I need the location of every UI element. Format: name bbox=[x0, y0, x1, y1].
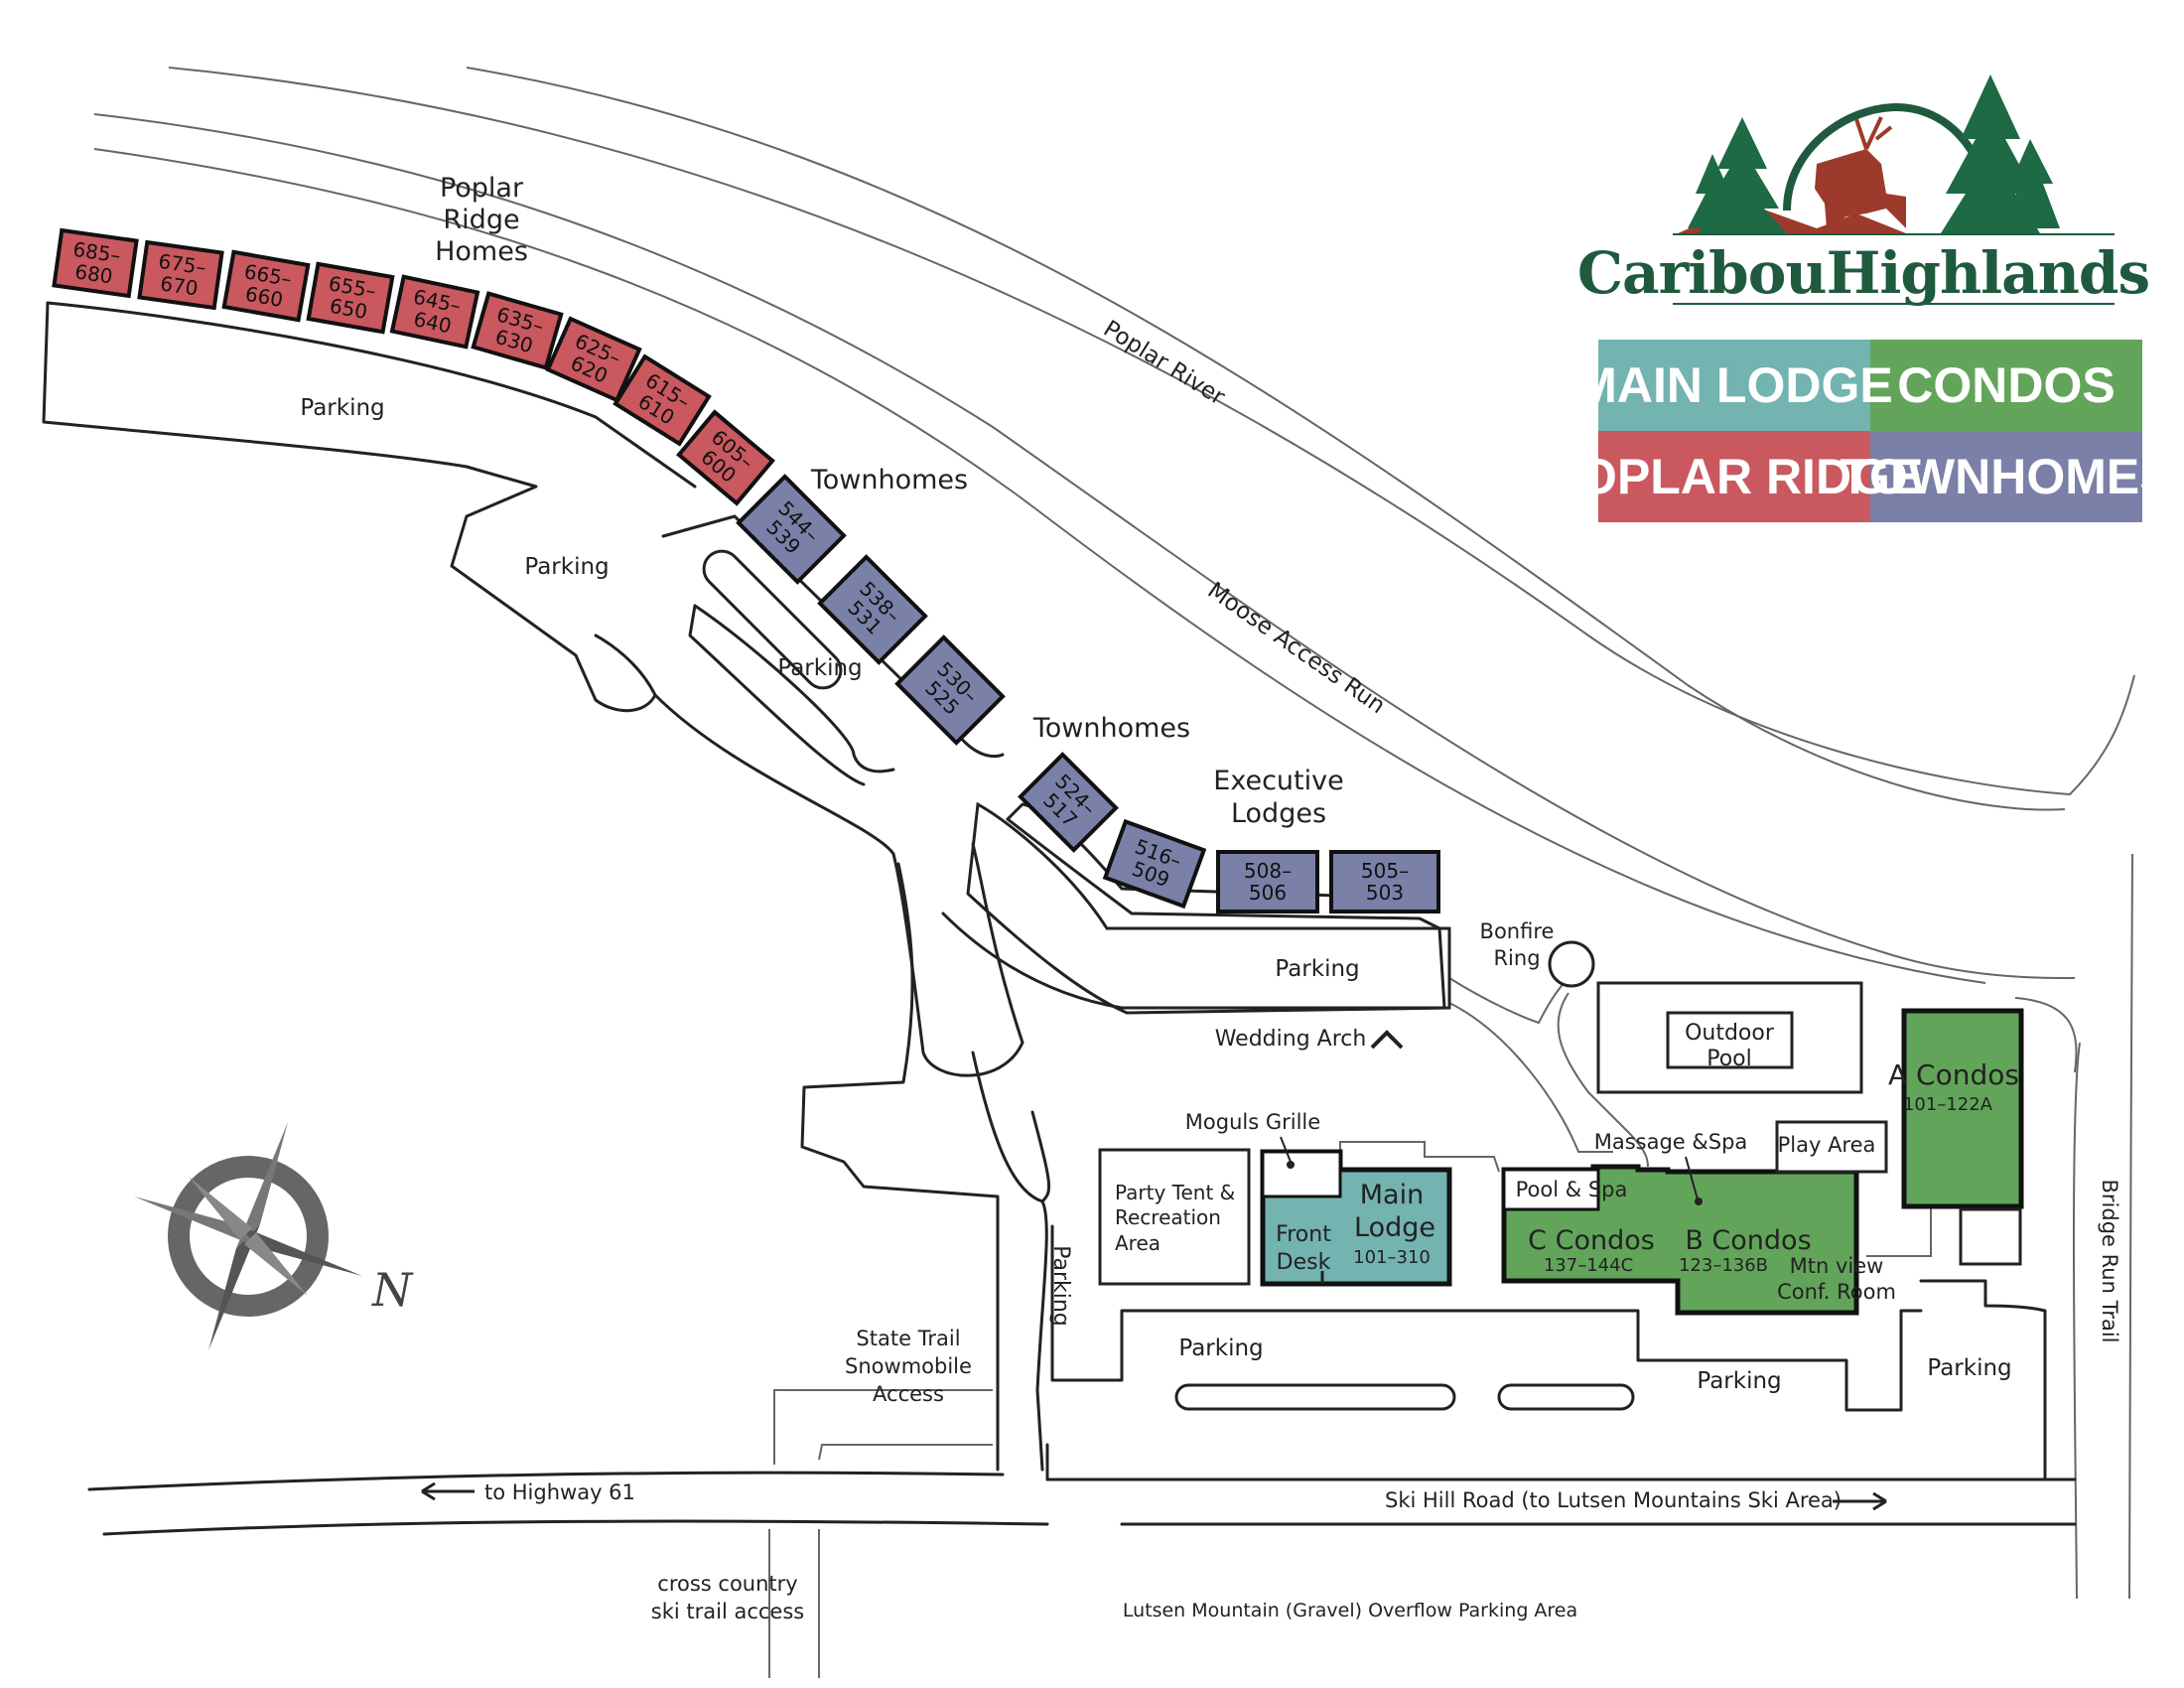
party-tent-label: Area bbox=[1115, 1231, 1160, 1255]
caribou-highlands-logo: CaribouHighlands bbox=[1577, 74, 2150, 307]
legend-poplar-ridge bbox=[1598, 431, 1870, 522]
townhome-unit[interactable]: 530– 525 bbox=[894, 634, 1006, 746]
parking-label: Parking bbox=[1275, 956, 1359, 982]
caribou-icon bbox=[1815, 149, 1906, 228]
roads-and-parking bbox=[42, 301, 2078, 1678]
townhome-unit[interactable]: 544– 539 bbox=[736, 474, 847, 585]
legend-condos-label: CONDOS bbox=[1897, 357, 2115, 413]
mtn-view-label: Mtn view bbox=[1790, 1254, 1884, 1278]
unit-number: 670 bbox=[159, 271, 200, 300]
legend-condos bbox=[1870, 340, 2142, 431]
parking-label: Parking bbox=[1178, 1336, 1263, 1361]
tree-icon bbox=[1941, 74, 2040, 233]
c-condos-label: C Condos bbox=[1528, 1225, 1655, 1256]
bonfire-ring-label: Bonfire bbox=[1480, 919, 1555, 943]
main-lodge-label: Main bbox=[1360, 1180, 1424, 1210]
parking-label: Parking bbox=[300, 395, 384, 421]
townhome-unit[interactable]: 505– 503 bbox=[1329, 850, 1440, 914]
tree-icon bbox=[2003, 139, 2060, 228]
a-condos-label: A Condos bbox=[1888, 1058, 2019, 1091]
state-trail-label: Snowmobile bbox=[845, 1354, 972, 1378]
poplar-unit[interactable]: 685– 680 bbox=[52, 227, 139, 299]
party-tent-label: Party Tent & bbox=[1115, 1181, 1235, 1204]
poplar-unit[interactable]: 605– 600 bbox=[676, 409, 775, 506]
bridge-run-trail-label: Bridge Run Trail bbox=[2098, 1180, 2121, 1343]
unit-number: 506 bbox=[1249, 881, 1287, 905]
brand-name: CaribouHighlands bbox=[1577, 239, 2149, 307]
main-lodge-units: 101–310 bbox=[1353, 1247, 1431, 1268]
mtn-view-label: Conf. Room bbox=[1777, 1280, 1896, 1304]
townhome-unit[interactable]: 538– 531 bbox=[817, 554, 928, 665]
bonfire-ring-label: Ring bbox=[1493, 946, 1540, 970]
poplar-unit[interactable]: 645– 640 bbox=[389, 274, 480, 350]
front-desk-label: Front bbox=[1276, 1222, 1331, 1247]
poplar-unit[interactable]: 635– 630 bbox=[471, 291, 564, 370]
poplar-ridge-label: Homes bbox=[435, 236, 528, 267]
parking-label: Parking bbox=[1048, 1245, 1073, 1327]
poplar-unit[interactable]: 665– 660 bbox=[221, 249, 311, 323]
moose-access-run-label: Moose Access Run bbox=[1203, 578, 1390, 720]
b-condos-units: 123–136B bbox=[1679, 1255, 1768, 1276]
b-condos-label: B Condos bbox=[1685, 1225, 1811, 1256]
poplar-ridge-label: Ridge bbox=[443, 205, 519, 235]
buildings bbox=[966, 801, 2024, 1316]
party-tent-label: Recreation bbox=[1115, 1205, 1221, 1229]
tree-icon bbox=[1688, 154, 1737, 228]
ski-hill-road-label: Ski Hill Road (to Lutsen Mountains Ski A… bbox=[1385, 1488, 1842, 1512]
poplar-unit[interactable]: 655– 650 bbox=[306, 261, 395, 335]
unit-number: 505– bbox=[1361, 859, 1409, 883]
arrow-right-icon bbox=[1833, 1491, 1887, 1511]
poplar-ridge-units: 685– 680 675– 670 665– 660 655– 650 645–… bbox=[52, 227, 775, 506]
townhome-unit[interactable]: 516– 509 bbox=[1102, 818, 1207, 910]
outdoor-pool-label: Pool bbox=[1706, 1047, 1752, 1071]
state-trail-label: State Trail bbox=[856, 1327, 960, 1350]
legend-poplar-ridge-label: POPLAR RIDGE bbox=[1546, 449, 1924, 504]
a-condos-building bbox=[1901, 1008, 2024, 1209]
compass-north-label: N bbox=[371, 1263, 414, 1317]
parking-label: Parking bbox=[1697, 1368, 1781, 1394]
poplar-unit[interactable]: 675– 670 bbox=[137, 239, 224, 311]
poplar-river-lines bbox=[93, 67, 2135, 1600]
unit-number: 680 bbox=[73, 259, 114, 288]
legend-main-lodge bbox=[1598, 340, 1870, 431]
legend: MAIN LODGE CONDOS POPLAR RIDGE TOWNHOMES bbox=[1546, 340, 2173, 522]
compass-rose-icon: N bbox=[134, 1122, 414, 1350]
parking-label: Parking bbox=[524, 554, 609, 580]
townhome-unit[interactable]: 508– 506 bbox=[1216, 850, 1319, 914]
unit-number: 508– bbox=[1244, 859, 1292, 883]
arrow-left-icon bbox=[421, 1481, 475, 1501]
cross-country-label: ski trail access bbox=[651, 1600, 804, 1623]
executive-lodges-label: Lodges bbox=[1231, 798, 1326, 829]
poplar-river-label: Poplar River bbox=[1099, 316, 1230, 411]
poplar-unit[interactable]: 615– 610 bbox=[613, 353, 712, 447]
legend-main-lodge-label: MAIN LODGE bbox=[1575, 357, 1892, 413]
overflow-parking-label: Lutsen Mountain (Gravel) Overflow Parkin… bbox=[1123, 1600, 1577, 1621]
wedding-arch-label: Wedding Arch bbox=[1215, 1027, 1367, 1052]
unit-number: 503 bbox=[1366, 881, 1404, 905]
legend-townhomes bbox=[1870, 431, 2142, 522]
moguls-grille-label: Moguls Grille bbox=[1185, 1110, 1320, 1134]
townhomes-label: Townhomes bbox=[1032, 713, 1190, 744]
townhomes-label: Townhomes bbox=[810, 465, 968, 495]
parking-label: Parking bbox=[777, 655, 862, 681]
cross-country-label: cross country bbox=[657, 1572, 797, 1596]
a-condos-units: 101–122A bbox=[1903, 1094, 1993, 1115]
to-highway-label: to Highway 61 bbox=[484, 1480, 635, 1504]
poplar-ridge-label: Poplar bbox=[440, 173, 524, 204]
townhome-units: 544– 539 538– 531 530– 525 524– 517 516–… bbox=[736, 474, 1440, 914]
parking-label: Parking bbox=[1927, 1355, 2011, 1381]
main-lodge-label: Lodge bbox=[1354, 1212, 1435, 1243]
townhome-unit[interactable]: 524– 517 bbox=[1018, 752, 1119, 853]
outdoor-pool-label: Outdoor bbox=[1685, 1021, 1775, 1046]
state-trail-label: Access bbox=[873, 1382, 944, 1406]
wedding-arch-icon bbox=[1370, 1030, 1404, 1050]
legend-townhomes-label: TOWNHOMES bbox=[1840, 449, 2172, 504]
executive-lodges-label: Executive bbox=[1213, 766, 1343, 796]
play-area-label: Play Area bbox=[1778, 1133, 1876, 1157]
front-desk-label: Desk bbox=[1277, 1250, 1331, 1275]
massage-spa-label: Massage &Spa bbox=[1594, 1130, 1748, 1154]
pool-spa-label: Pool & Spa bbox=[1516, 1178, 1628, 1201]
c-condos-units: 137–144C bbox=[1544, 1255, 1633, 1276]
